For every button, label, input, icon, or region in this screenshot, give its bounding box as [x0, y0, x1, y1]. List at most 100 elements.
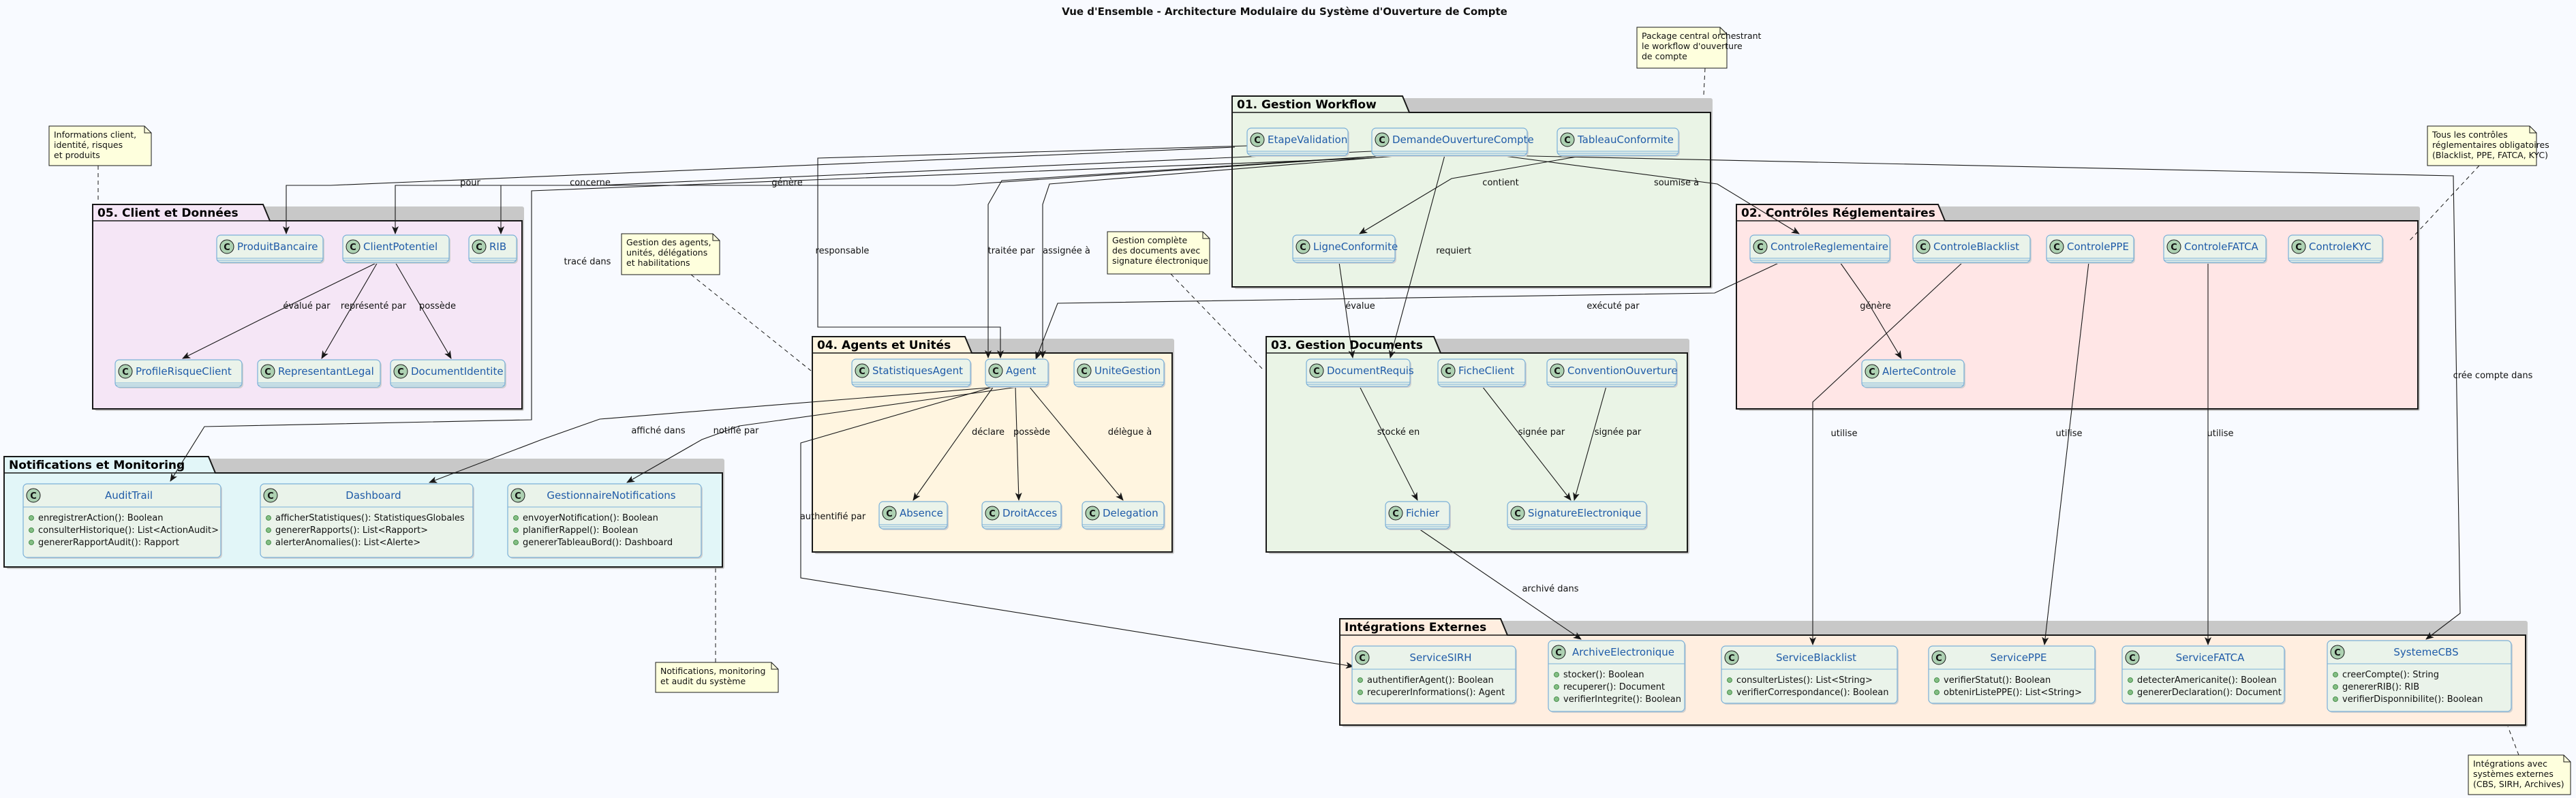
svg-text:C: C — [1392, 509, 1399, 519]
edge-label-e_soumise: soumise à — [1654, 178, 1699, 188]
class-c-icon: C — [2166, 239, 2181, 254]
edge-e_concerne — [392, 151, 1373, 234]
class-Fichier[interactable]: C Fichier — [1385, 501, 1451, 530]
svg-text:C: C — [2334, 648, 2341, 658]
edge-e_notifie — [626, 386, 1023, 483]
public-method-icon — [513, 515, 519, 521]
class-name: RepresentantLegal — [278, 365, 374, 378]
class-c-icon: C — [472, 239, 487, 254]
class-c-icon: C — [1375, 132, 1390, 147]
note-line: le workflow d'ouverture — [1642, 41, 1743, 51]
class-name: FicheClient — [1458, 365, 1514, 377]
class-name: DroitAcces — [1002, 507, 1057, 519]
edge-e_signee1 — [1482, 386, 1571, 501]
class-method: enregistrerAction(): Boolean — [38, 513, 163, 523]
edge-e_execute — [1035, 262, 1781, 360]
class-name: ProfileRisqueClient — [136, 365, 232, 378]
edge-e_assignee — [1039, 155, 1405, 358]
public-method-icon — [1554, 696, 1559, 702]
class-name: ServiceFATCA — [2176, 651, 2245, 664]
public-method-icon — [2333, 672, 2338, 677]
package-title-workflow: 01. Gestion Workflow — [1237, 98, 1377, 112]
class-c-icon: C — [1388, 506, 1403, 521]
class-StatistiquesAgent[interactable]: C StatistiquesAgent — [851, 358, 972, 388]
class-name: RIB — [489, 241, 506, 253]
package-title-agents: 04. Agents et Unités — [817, 339, 951, 352]
class-c-icon: C — [1441, 363, 1456, 378]
class-method: alerterAnomalies(): List<Alerte> — [275, 538, 420, 548]
svg-text:C: C — [1089, 509, 1096, 519]
svg-text:C: C — [2171, 243, 2177, 253]
class-name: DocumentRequis — [1327, 365, 1414, 377]
public-method-icon — [266, 515, 271, 521]
class-c-icon: C — [882, 506, 897, 521]
svg-text:C: C — [1869, 367, 1875, 378]
edge-label-e_archive: archivé dans — [1522, 584, 1578, 594]
class-method: afficherStatistiques(): StatistiquesGlob… — [275, 513, 465, 523]
edge-label-e_responsable: responsable — [816, 246, 870, 256]
public-method-icon — [29, 540, 34, 545]
class-name: EtapeValidation — [1268, 134, 1347, 146]
class-c-icon: C — [855, 363, 870, 378]
class-name: ClientPotentiel — [363, 241, 438, 253]
class-name: Fichier — [1406, 507, 1440, 519]
public-method-icon — [1934, 677, 1939, 683]
public-method-icon — [1554, 672, 1559, 677]
edge-e_possede — [1015, 386, 1022, 501]
edge-e_affiche — [429, 386, 1007, 483]
svg-text:C: C — [267, 491, 274, 502]
class-ControleBlacklist[interactable]: C ControleBlacklist — [1912, 234, 2031, 264]
svg-text:C: C — [1920, 243, 1927, 253]
class-name: ArchiveElectronique — [1572, 646, 1674, 658]
edge-label-e_possede_doc: possède — [419, 301, 456, 311]
note-line: et habilitations — [626, 258, 690, 268]
svg-text:C: C — [1554, 367, 1561, 377]
class-method: creerCompte(): String — [2342, 670, 2439, 680]
class-name: StatistiquesAgent — [872, 365, 963, 377]
svg-text:C: C — [515, 491, 521, 502]
edge-e_delegue — [1028, 386, 1124, 501]
svg-text:C: C — [1081, 367, 1088, 377]
package-documents: 03. Gestion Documents — [1266, 336, 1689, 554]
svg-text:C: C — [859, 367, 865, 377]
svg-text:C: C — [1254, 136, 1261, 146]
edge-e_soumise — [1499, 155, 1800, 234]
class-name: ControleBlacklist — [1933, 241, 2019, 253]
public-method-icon — [266, 540, 271, 545]
svg-text:C: C — [1555, 648, 1562, 658]
class-EtapeValidation[interactable]: C EtapeValidation — [1246, 127, 1349, 157]
